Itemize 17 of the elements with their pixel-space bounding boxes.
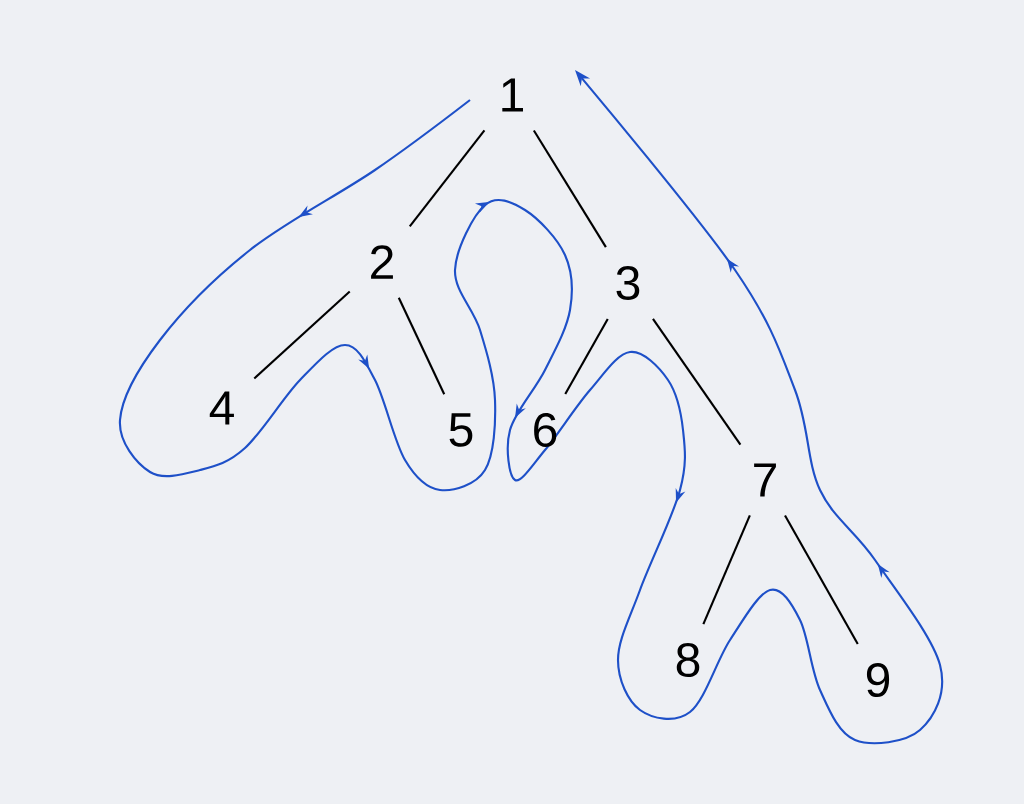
tree-line [652, 318, 742, 446]
node-number: 5 [449, 413, 473, 447]
tree-line [564, 318, 609, 395]
node-number: 2 [371, 245, 393, 279]
tree-line [397, 297, 446, 395]
tree-line [253, 290, 351, 380]
tree-line [532, 129, 607, 248]
node-number: 8 [676, 643, 700, 677]
node-number: 1 [502, 78, 523, 112]
node-number: 7 [754, 463, 776, 497]
node-number: 4 [209, 391, 234, 425]
node-number: 6 [534, 413, 557, 447]
tree-line [702, 515, 751, 625]
tree-line [784, 514, 859, 645]
node-number: 3 [616, 266, 640, 300]
node-number: 9 [866, 663, 890, 697]
tree-line [408, 129, 486, 227]
